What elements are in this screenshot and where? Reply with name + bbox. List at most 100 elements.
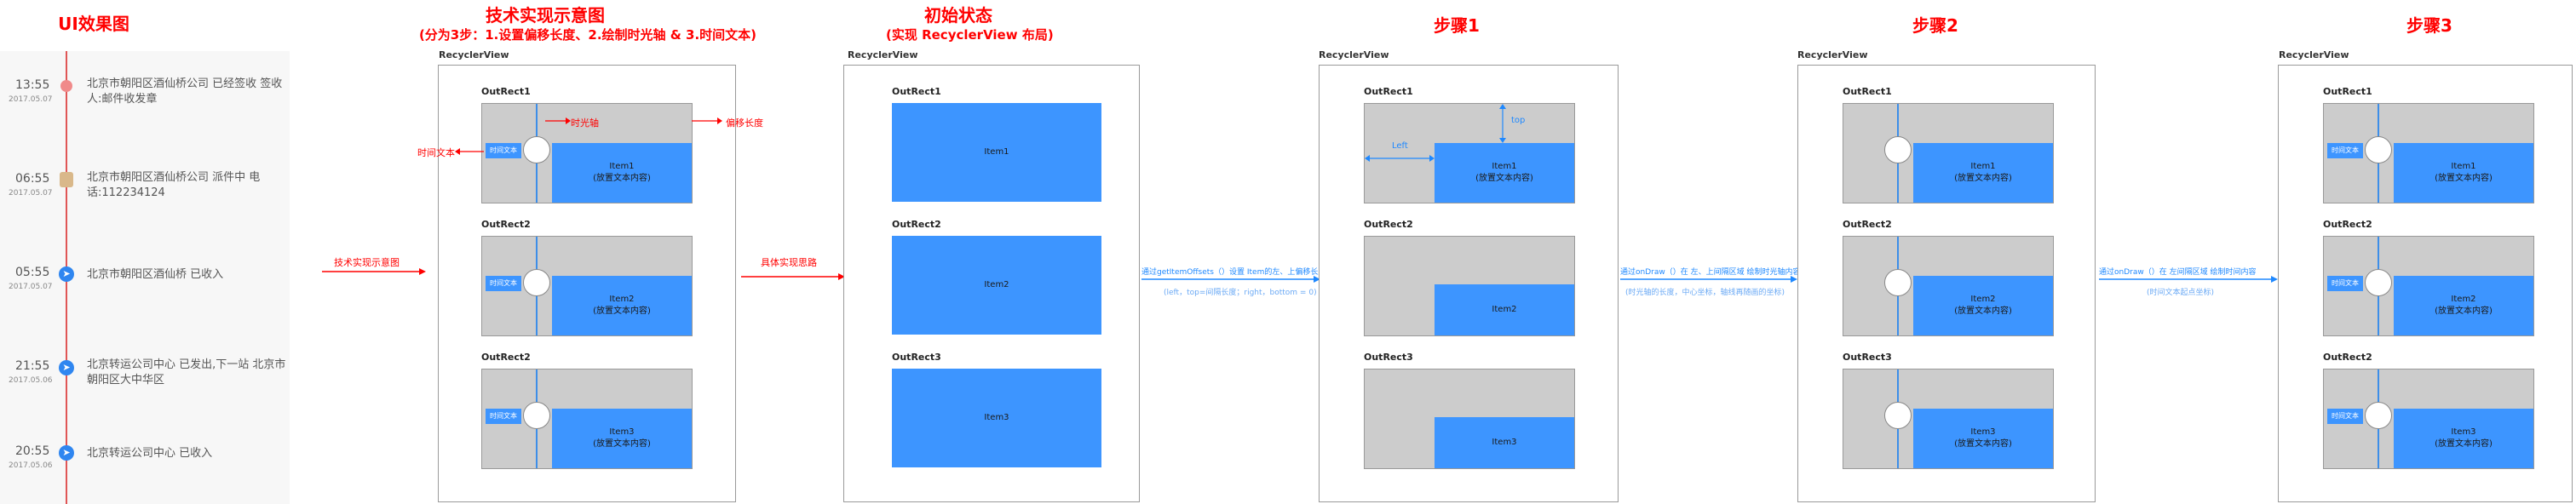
entry-time: 20:55 xyxy=(15,444,50,458)
arrow3-label-top: 通过getItemOffsets（）设置 Item的左、上偏移长度 xyxy=(1141,268,1326,277)
subtitle-init: (实现 RecyclerView 布局) xyxy=(886,27,1054,43)
outrect1-label: OutRect1 xyxy=(481,86,531,97)
label-time-text: 时间文本 xyxy=(417,147,455,158)
outrect2: Item2 xyxy=(1364,236,1575,336)
item2: Item2 (放置文本内容) xyxy=(552,276,692,335)
item2-label: Item2 xyxy=(984,280,1009,289)
entry-text: 北京市朝阳区酒仙桥公司 派件中 电话:112234124 xyxy=(87,171,261,199)
entry-date: 2017.05.07 xyxy=(9,95,53,104)
item2-label: Item2 xyxy=(1970,295,1996,304)
item3: Item3 xyxy=(892,369,1101,467)
outrect2-label: OutRect2 xyxy=(1364,219,1413,230)
timeline-entry: 05:55 2017.05.07 ➤ 北京市朝阳区酒仙桥 已收入 xyxy=(0,262,290,313)
item1-label: Item1 xyxy=(1970,162,1996,171)
panel-init: OutRect1 Item1 OutRect2 Item2 OutRect3 I… xyxy=(843,65,1140,502)
axis-node xyxy=(2365,402,2392,429)
label-left: Left xyxy=(1392,141,1408,151)
title-ui: UI效果图 xyxy=(58,14,129,34)
item1-label: Item1 xyxy=(984,147,1009,157)
outrect1: Item1 (放置文本内容) 时间文本 xyxy=(481,103,693,203)
outrect2: Item2 (放置文本内容) xyxy=(1843,236,2054,336)
outrect1: Item1 (放置文本内容) top Left xyxy=(1364,103,1575,203)
time-tag: 时间文本 xyxy=(2327,276,2363,291)
time-tag: 时间文本 xyxy=(486,143,521,158)
item3-label: Item3 xyxy=(984,413,1009,422)
outrect1-label: OutRect1 xyxy=(1843,86,1892,97)
outrect1: Item1 (放置文本内容) xyxy=(1843,103,2054,203)
item3: Item3 (放置文本内容) xyxy=(552,409,692,468)
subtitle-tech: (分为3步：1.设置偏移长度、2.绘制时光轴 & 3.时间文本) xyxy=(418,27,757,43)
outrect2-label: OutRect2 xyxy=(481,219,531,230)
item2-label: Item2 xyxy=(609,295,635,304)
item2: Item2 (放置文本内容) xyxy=(1913,276,2053,335)
item2: Item2 (放置文本内容) xyxy=(2394,276,2533,335)
item1-label: Item1 xyxy=(609,162,635,171)
rv-label-init: RecyclerView xyxy=(848,49,918,60)
axis-node xyxy=(523,402,550,429)
axis-node xyxy=(523,269,550,296)
item3: Item3 (放置文本内容) xyxy=(1913,409,2053,468)
item2-sub: (放置文本内容) xyxy=(593,306,651,316)
arrow3-label-bottom: (left，top=间隔长度；right，bottom = 0) xyxy=(1164,289,1317,297)
item1-sub: (放置文本内容) xyxy=(1475,174,1533,183)
rv-label-step2: RecyclerView xyxy=(1797,49,1868,60)
time-tag: 时间文本 xyxy=(486,276,521,291)
item3-label: Item3 xyxy=(609,427,635,437)
title-step3: 步骤3 xyxy=(2406,15,2452,36)
outrect3-label: OutRect3 xyxy=(1843,352,1892,363)
entry-text: 北京市朝阳区酒仙桥公司 已经签收 签收人:邮件收发章 xyxy=(87,77,283,106)
rv-label-tech: RecyclerView xyxy=(439,49,509,60)
item2-sub: (放置文本内容) xyxy=(2435,306,2493,316)
item3: Item3 (放置文本内容) xyxy=(2394,409,2533,468)
arrow4 xyxy=(1620,276,1797,283)
item1: Item1 (放置文本内容) xyxy=(552,143,692,203)
arrow1-label: 技术实现示意图 xyxy=(334,257,400,268)
arrow5 xyxy=(2099,276,2278,283)
timeline-entry: 21:55 2017.05.06 ➤ 北京转运公司中心 已发出,下一站 北京市朝… xyxy=(0,356,290,407)
item1: Item1 (放置文本内容) xyxy=(2394,143,2533,203)
entry-text: 北京市朝阳区酒仙桥 已收入 xyxy=(87,268,224,281)
truck-icon: ➤ xyxy=(59,360,74,375)
ui-effect-panel: 13:55 2017.05.07 北京市朝阳区酒仙桥公司 已经签收 签收人:邮件… xyxy=(0,51,290,504)
outrect3-label: OutRect2 xyxy=(2323,352,2372,363)
item1: Item1 xyxy=(892,103,1101,202)
outrect3-label: OutRect3 xyxy=(892,352,941,363)
item2-label: Item2 xyxy=(1492,305,1517,314)
item1-sub: (放置文本内容) xyxy=(593,174,651,183)
item2-label: Item2 xyxy=(2451,295,2476,304)
outrect1-label: OutRect1 xyxy=(892,86,941,97)
courier-icon xyxy=(60,172,73,187)
axis-pointer-arrow xyxy=(545,117,571,124)
outrect1-label: OutRect1 xyxy=(2323,86,2372,97)
item3-sub: (放置文本内容) xyxy=(1954,439,2012,449)
item1-label: Item1 xyxy=(2451,162,2476,171)
timeline-entry: 06:55 2017.05.07 北京市朝阳区酒仙桥公司 派件中 电话:1122… xyxy=(0,169,290,220)
outrect3: Item3 (放置文本内容) 时间文本 xyxy=(481,369,693,469)
item1-sub: (放置文本内容) xyxy=(1954,174,2012,183)
arrow3 xyxy=(1141,276,1320,283)
title-step1: 步骤1 xyxy=(1434,15,1480,36)
outrect2: Item2 (放置文本内容) 时间文本 xyxy=(481,236,693,336)
arrow4-label-bottom: (时光轴的长度，中心坐标，轴线再随画的坐标) xyxy=(1625,289,1785,297)
item2: Item2 xyxy=(1435,284,1574,335)
outrect3: Item3 xyxy=(1364,369,1575,469)
outrect2: Item2 (放置文本内容) 时间文本 xyxy=(2323,236,2534,336)
axis-node xyxy=(2365,136,2392,163)
entry-text: 北京转运公司中心 已发出,下一站 北京市朝阳区大中华区 xyxy=(87,358,286,387)
item1: Item1 (放置文本内容) xyxy=(1913,143,2053,203)
item2: Item2 xyxy=(892,236,1101,335)
item3-label: Item3 xyxy=(1492,438,1517,447)
time-tag: 时间文本 xyxy=(486,409,521,424)
time-tag: 时间文本 xyxy=(2327,409,2363,424)
axis-node xyxy=(1884,136,1912,163)
truck-icon: ➤ xyxy=(59,445,74,461)
arrow5-label-top: 通过onDraw（）在 左间隔区域 绘制时间内容 xyxy=(2099,268,2257,277)
arrow5-label-bottom: (时间文本起点坐标) xyxy=(2147,289,2215,297)
entry-date: 2017.05.07 xyxy=(9,283,53,291)
item2-sub: (放置文本内容) xyxy=(1954,306,2012,316)
axis-node xyxy=(2365,269,2392,296)
item1: Item1 (放置文本内容) xyxy=(1435,143,1574,203)
outrect3-label: OutRect2 xyxy=(481,352,531,363)
truck-icon: ➤ xyxy=(59,266,74,282)
label-top: top xyxy=(1511,116,1526,125)
